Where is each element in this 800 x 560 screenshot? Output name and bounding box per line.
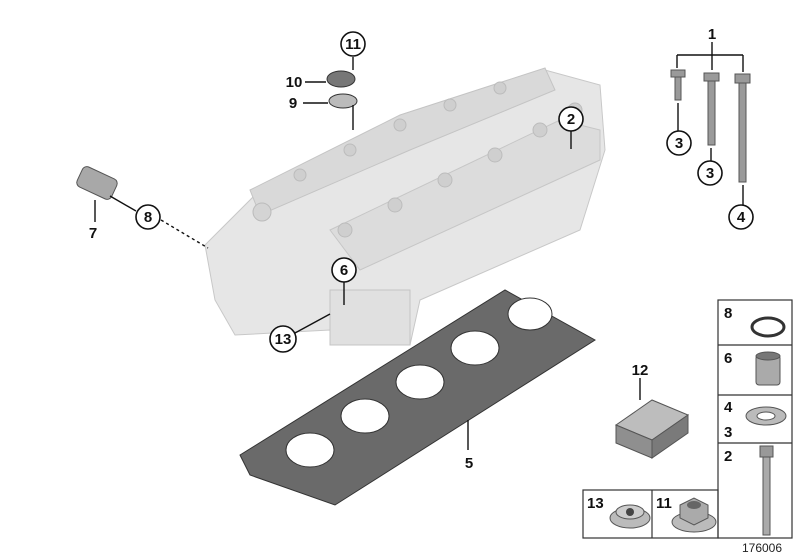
- callout-2: 2: [558, 106, 584, 132]
- head-gasket-illustration: [239, 289, 596, 506]
- callout-10: 10: [286, 74, 303, 91]
- svg-text:6: 6: [340, 262, 348, 279]
- callout-3a: 3: [666, 130, 692, 156]
- svg-text:2: 2: [567, 111, 575, 128]
- bolt-icon: [759, 445, 774, 536]
- o-ring-icon: [750, 316, 786, 338]
- svg-text:13: 13: [275, 331, 292, 348]
- svg-text:4: 4: [737, 209, 746, 226]
- callout-3b: 3: [697, 160, 723, 186]
- diagram-number: 176006: [742, 541, 782, 555]
- callout-1: 1: [708, 26, 716, 43]
- callout-13: 13: [269, 325, 297, 353]
- legend-label-8: 8: [724, 305, 732, 322]
- callout-11: 11: [340, 31, 366, 57]
- callout-6: 6: [331, 257, 357, 283]
- legend-label-6: 6: [724, 350, 732, 367]
- legend-label-3: 3: [724, 424, 732, 441]
- legend-label-2: 2: [724, 448, 732, 465]
- part-9-illustration: [328, 93, 358, 109]
- part-7-illustration: [76, 166, 118, 200]
- callout-12: 12: [632, 362, 649, 379]
- part-12-illustration: [614, 399, 690, 459]
- part-10-illustration: [326, 70, 356, 88]
- legend-label-13: 13: [587, 495, 604, 512]
- leader-lines: [94, 42, 744, 450]
- svg-text:3: 3: [706, 165, 714, 182]
- flange-nut-icon: [671, 497, 717, 533]
- cylinder-head-bolts-illustration: [670, 69, 751, 183]
- callout-5: 5: [465, 455, 473, 472]
- callout-8: 8: [135, 204, 161, 230]
- svg-text:3: 3: [675, 135, 683, 152]
- legend-label-11: 11: [656, 495, 672, 512]
- screw-plug-icon: [609, 504, 651, 529]
- cylinder-head-illustration: [204, 67, 606, 346]
- svg-text:8: 8: [144, 209, 152, 226]
- svg-text:11: 11: [345, 36, 361, 53]
- callout-7: 7: [89, 225, 97, 242]
- legend-label-4: 4: [724, 399, 733, 416]
- callout-9: 9: [289, 95, 297, 112]
- parts-legend-grid: 8 6 4 3 2 13 11: [582, 299, 793, 539]
- callout-4: 4: [728, 204, 754, 230]
